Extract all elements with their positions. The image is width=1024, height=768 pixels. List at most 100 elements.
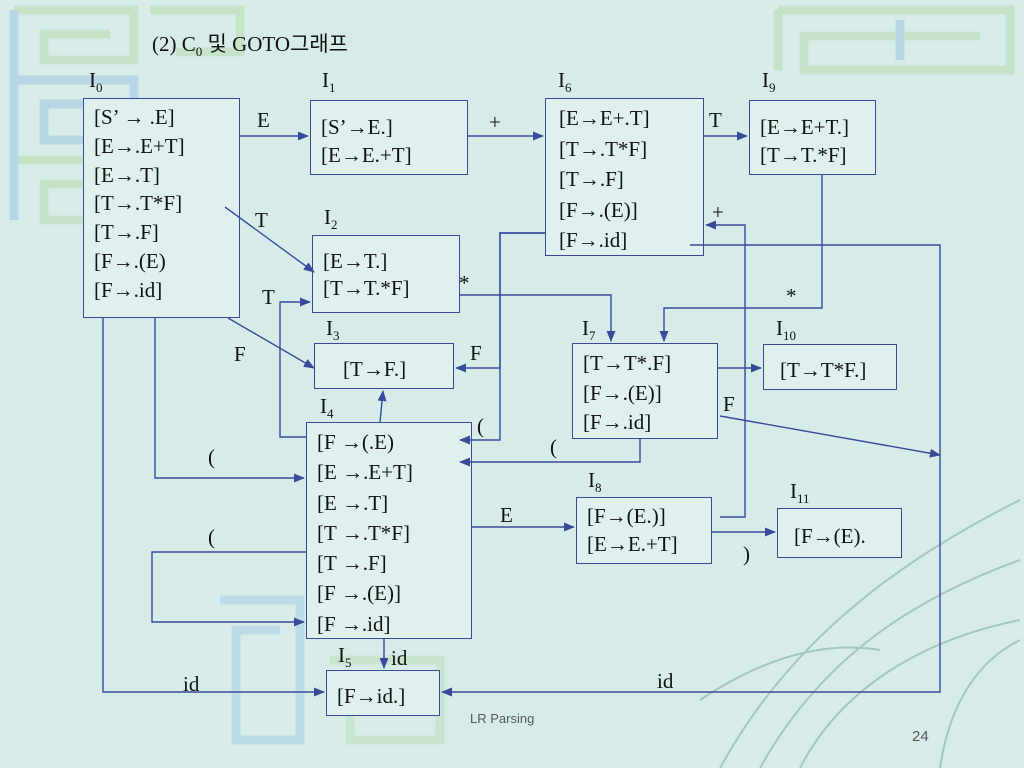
state-label-letter: I [322,68,329,92]
transition-symbol: + [489,110,501,134]
transition-symbol: T [709,108,722,132]
state-label-i7: I7 [582,316,596,344]
state-i2-box: [E→T.][T→T.*F] [312,235,460,313]
state-label-i11: I11 [790,479,810,507]
lr-item: [E→E+.T] [559,106,650,130]
lr-item: [T→F.] [343,357,407,381]
transition-arrow-i2-i7 [460,294,616,343]
state-i10-box: [T→T*F.] [763,344,897,390]
transition-symbol: ( [208,525,215,549]
transition-symbol: id [391,646,408,670]
state-label-index: 8 [595,480,602,496]
transition-symbol: id [657,669,674,693]
maze-pattern-top-right [773,5,1015,75]
transition-symbol: T [262,285,275,309]
state-label-index: 4 [327,406,334,422]
state-label-letter: I [790,479,797,503]
lr-item: [F →(.E) [317,430,394,454]
state-label-index: 7 [589,328,596,344]
state-label-index: 5 [345,655,352,671]
state-i7-box: [T→T*.F] [F→.(E)] [F→.id] [572,343,718,439]
transition-symbol: + [712,200,724,224]
state-label-letter: I [324,205,331,229]
state-label-i3: I3 [326,318,340,344]
lr-item: [F→.id] [583,410,652,434]
transition-arrow-i6-i5 [440,244,941,697]
state-i6-box: [E→E+.T] [T→.T*F] [T→.F] [F→.(E)] [F→.id] [545,98,704,256]
transition-symbol: F [723,392,735,416]
lr-item: [E→.E+T] [94,133,185,158]
lr-item: [T→T.*F] [760,143,847,167]
transition-symbol: * [459,271,470,295]
state-label-letter: I [89,68,96,92]
state-i11-box: [F→(E). [777,508,902,558]
transition-arrow-i0-i5 [102,318,326,697]
state-label-index: 9 [769,80,776,96]
lr-item: [F→(E). [794,524,866,548]
transition-arrow-i4-i4 [151,551,306,627]
state-label-i5: I5 [338,645,352,671]
state-i5-box: [F→id.] [326,670,440,716]
lr-item: [F→.(E)] [559,197,638,222]
state-label-index: 6 [565,80,572,96]
state-i1-box: [S’→E.] [E→E.+T] [310,100,468,175]
grass-decoration [699,499,1021,768]
state-i4-box: [F →(.E)[E →.E+T][E →.T][T →.T*F][T →.F]… [306,422,472,639]
lr-item: [F→(E.)] [587,504,666,528]
lr-item: [E →.T] [317,490,389,515]
transition-arrow-i7-i4 [458,439,641,467]
lr-item: [T→.F] [559,167,624,191]
state-label-i9: I9 [762,68,776,96]
state-label-letter: I [588,468,595,492]
transition-arrow-i0-i4 [154,318,306,483]
lr-item: [F →.id] [317,611,391,636]
transition-symbol: * [786,284,797,308]
state-label-index: 2 [331,217,338,233]
transition-symbol: F [234,342,246,366]
lr-item: [S’→E.] [321,115,393,139]
state-label-index: 11 [797,491,810,507]
state-label-index: 3 [333,328,340,344]
transition-arrow-i0-i2 [224,206,315,273]
lr-item: [F→.id] [94,277,163,302]
lr-item: [F→.(E)] [583,380,662,405]
lr-item: [S’ → .E] [94,105,175,129]
state-label-i8: I8 [588,468,602,496]
lr-item: [E→E+T.] [760,115,850,139]
state-label-letter: I [582,316,589,340]
lr-item: [E→E.+T] [321,143,412,167]
lr-item: [T→.T*F] [94,191,183,216]
state-label-i4: I4 [320,396,334,422]
lr-item: [F→.(E) [94,248,166,273]
state-i9-box: [E→E+T.] [T→T.*F] [749,100,876,175]
state-label-i0: I0 [89,68,103,96]
state-label-i6: I6 [558,70,572,96]
transition-arrow-i4-i3 [377,389,387,423]
lr-item: [T →.F] [317,551,387,576]
state-label-index: 1 [329,80,336,96]
lr-item: [F→id.] [337,684,406,708]
state-i8-box: [F→(E.)] [E→E.+T] [576,497,712,564]
lr-item: [F→.id] [559,228,628,252]
transition-arrow-i8-i6 [704,220,746,518]
transition-symbol: ( [208,445,215,469]
lr-item: [E→T.] [323,249,388,273]
transition-symbol: E [257,108,270,132]
state-label-letter: I [762,68,769,92]
transition-symbol: E [500,503,513,527]
transition-symbol: T [255,208,268,232]
lr-item: [E→E.+T] [587,532,678,556]
state-label-letter: I [776,316,783,340]
state-label-i1: I1 [322,68,336,96]
transition-symbol: ( [477,414,484,438]
footer-text: LR Parsing [470,711,535,726]
state-i0-box: [S’ → .E][E→.E+T][E→.T][T→.T*F][T→.F][F→… [83,98,240,318]
lr-item: [T→T*F.] [780,358,867,382]
title-suffix: 및 GOTO그래프 [202,32,348,56]
title-prefix: (2) C [152,32,196,56]
lr-item: [T→.T*F] [559,136,648,161]
lr-item: [T→T*.F] [583,351,672,375]
transition-symbol: ( [550,435,557,459]
state-label-index: 0 [96,80,103,96]
